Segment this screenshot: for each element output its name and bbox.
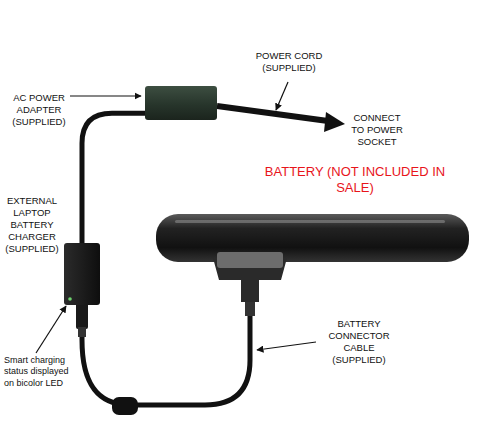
power-adapter: AC POWER ADAPTER (SUPPLIED) [145,86,217,120]
battery-tube [156,214,469,262]
part-label: BATTERY (NOT INCLUDED IN SALE) [250,164,460,197]
leader-line [70,95,141,96]
laptop-battery: BATTERY (NOT INCLUDED IN SALE) [155,212,470,304]
cord-arrowhead [324,112,345,132]
callout-label: POWER CORD (SUPPLIED) [244,50,334,74]
cable [82,304,250,405]
power-cord [217,106,328,121]
led-dot [68,297,72,301]
battery-cable-relief [245,302,255,316]
part-label: EXTERNAL LAPTOP BATTERY CHARGER (SUPPLIE… [2,195,62,254]
callout-label: CONNECT TO POWER SOCKET [349,112,405,148]
battery-drawing [155,212,470,304]
plug-relief [78,327,86,337]
cable [82,113,145,243]
callout-label: Smart charging status displayed on bicol… [4,355,78,389]
connector-plate [217,252,283,268]
status-led [64,243,100,305]
leader-line [257,342,316,350]
leader-line [276,82,288,110]
leader-line [36,306,66,353]
battery-highlight [175,220,445,223]
charger-plug [76,303,88,329]
ferrite-bead [112,397,138,415]
callout-label: BATTERY CONNECTOR CABLE (SUPPLIED) [318,318,400,366]
battery-charger: EXTERNAL LAPTOP BATTERY CHARGER (SUPPLIE… [64,243,100,305]
part-label: AC POWER ADAPTER (SUPPLIED) [4,92,74,128]
